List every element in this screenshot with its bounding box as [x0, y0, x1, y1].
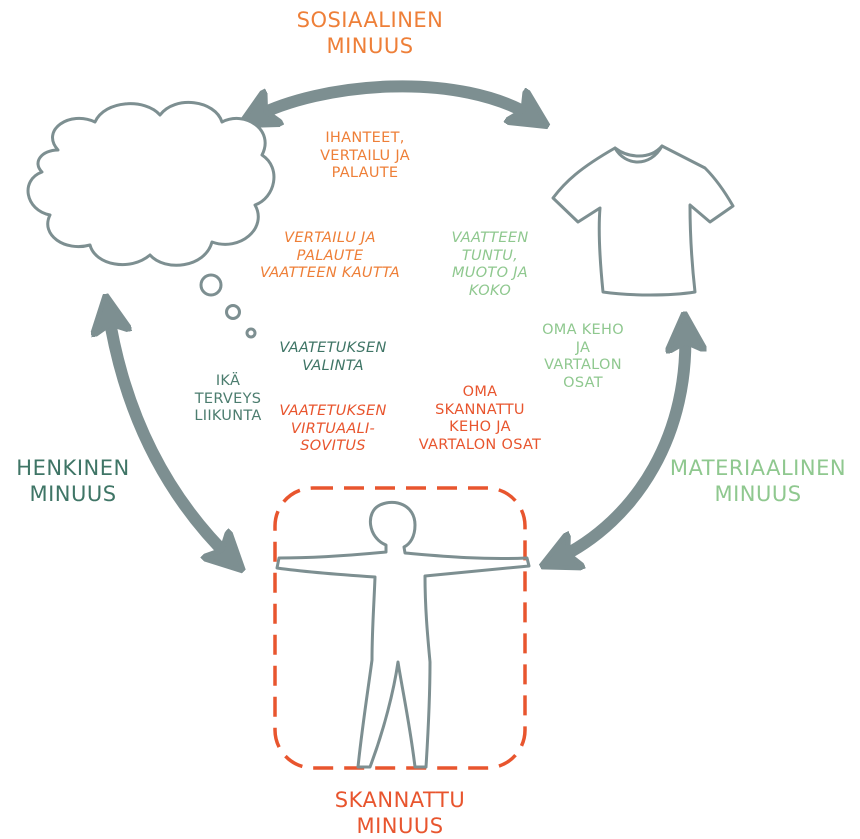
clothing-choice-label: VAATETUKSEN VALINTA: [279, 340, 387, 374]
personal-arrow: [108, 310, 232, 560]
social-self-label: SOSIAALINEN MINUUS: [296, 8, 444, 58]
virtual-fitting-label: VAATETUKSEN VIRTUAALI- SOVITUS: [279, 403, 387, 455]
material-self-label: MATERIAALINEN MINUUS: [669, 456, 847, 506]
scanned-self-label: SKANNATTU MINUUS: [334, 788, 466, 838]
comparison-clothing-label: VERTAILU JA PALAUTE VAATTEEN KAUTTA: [259, 230, 401, 282]
clothing-feel-label: VAATTEEN TUNTU, MUOTO JA KOKO: [451, 230, 529, 300]
own-body-label: OMA KEHO JA VARTALON OSAT: [542, 322, 624, 392]
personal-self-label: HENKINEN MINUUS: [16, 456, 130, 506]
t-shirt-icon: [551, 144, 735, 297]
age-health-label: IKÄ TERVEYS LIIKUNTA: [194, 373, 262, 425]
person-outline-icon: [275, 500, 531, 769]
thought-cloud-icon: [26, 100, 276, 339]
ideals-label: IHANTEET, VERTAILU JA PALAUTE: [320, 130, 410, 182]
scanned-body-label: OMA SKANNATTU KEHO JA VARTALON OSAT: [418, 384, 542, 454]
social-arrow: [253, 80, 535, 118]
scanned-self-frame: [273, 486, 527, 770]
material-arrow: [555, 328, 685, 560]
